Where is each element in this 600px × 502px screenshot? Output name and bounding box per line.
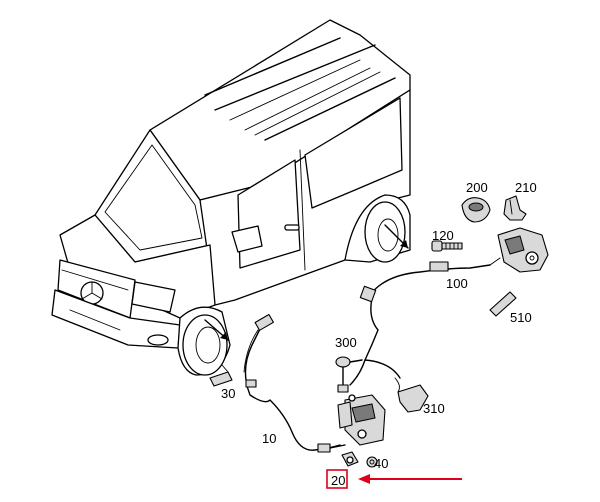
part-labels: 200 210 120 100 510 300 310 30 10 40 20 <box>221 180 537 488</box>
label-10: 10 <box>262 431 276 446</box>
label-120: 120 <box>432 228 454 243</box>
sensor-cable-front <box>243 313 346 453</box>
clip-210 <box>503 195 527 221</box>
cap-200 <box>461 197 491 223</box>
label-100: 100 <box>446 276 468 291</box>
label-310: 310 <box>423 401 445 416</box>
label-210: 210 <box>515 180 537 195</box>
wheel-leaders <box>204 224 409 341</box>
clip-30 <box>209 364 233 387</box>
sensor-cable-rear <box>349 261 491 386</box>
caliper-assembly <box>337 394 386 446</box>
label-20: 20 <box>331 473 345 488</box>
van-outline <box>51 19 411 376</box>
bolt-120 <box>431 240 463 252</box>
pin-510 <box>489 291 517 317</box>
label-200: 200 <box>466 180 488 195</box>
label-30: 30 <box>221 386 235 401</box>
rear-caliper <box>489 227 549 273</box>
label-40: 40 <box>374 456 388 471</box>
bolt-40 <box>366 456 378 468</box>
bracket-310 <box>394 377 429 413</box>
highlight-annotation <box>326 469 462 489</box>
sensor-20 <box>341 451 359 467</box>
label-300: 300 <box>335 335 357 350</box>
sensor-300 <box>335 356 363 393</box>
label-510: 510 <box>510 310 532 325</box>
highlight-box <box>326 469 348 489</box>
highlight-arrowhead <box>358 474 370 484</box>
